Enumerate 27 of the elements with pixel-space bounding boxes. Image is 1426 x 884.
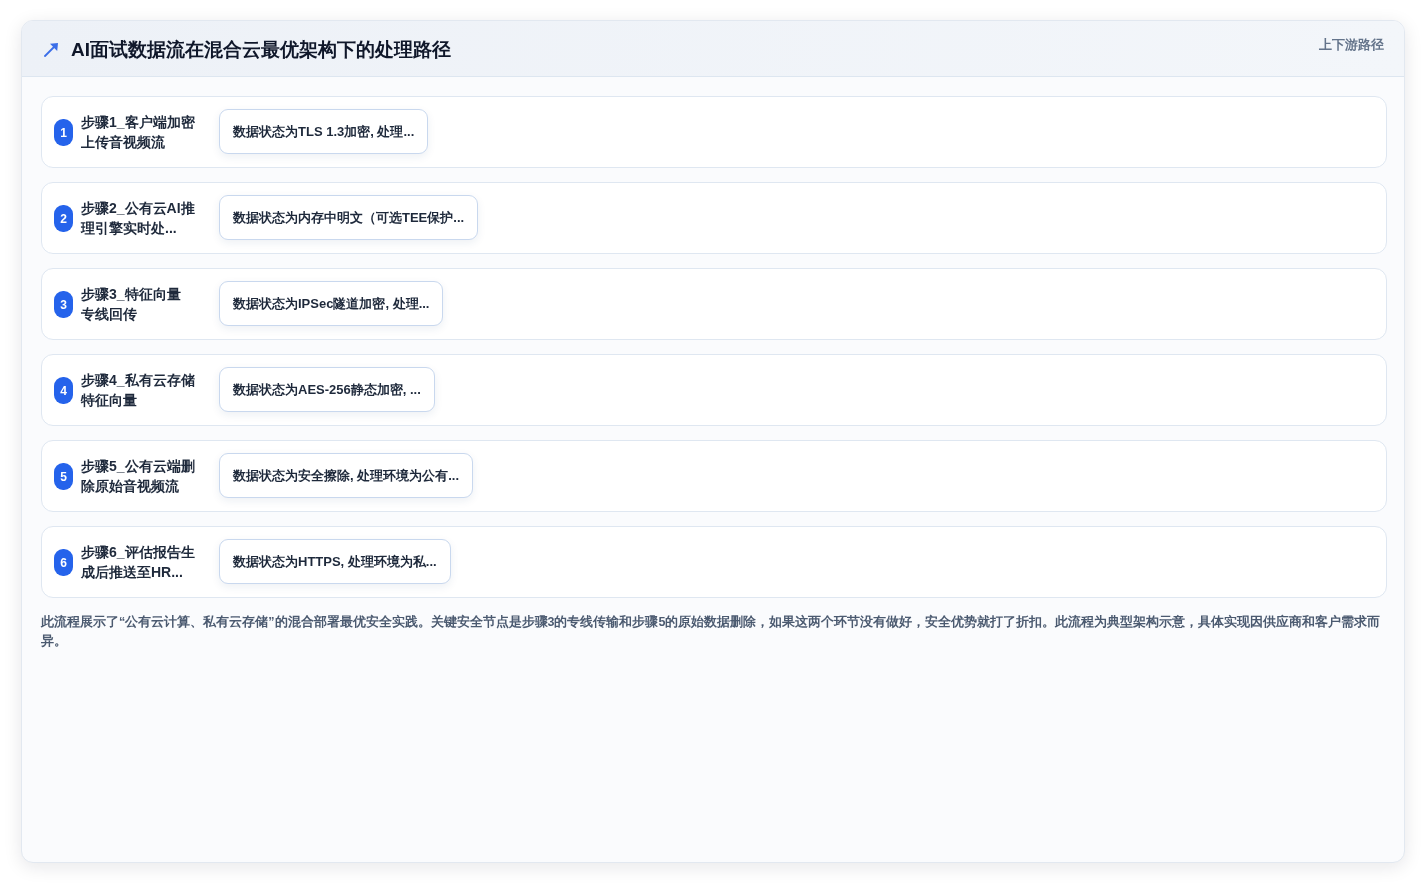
- step-number: 2: [54, 205, 73, 232]
- step-label: 步骤4_私有云存储特征向量: [81, 371, 196, 410]
- step-row: [41, 96, 1387, 168]
- step-row: [41, 354, 1387, 426]
- step-row: [41, 268, 1387, 340]
- step-row: [41, 440, 1387, 512]
- step-number: 6: [54, 549, 73, 576]
- step-number: 3: [54, 291, 73, 318]
- step-label: 步骤5_公有云端删除原始音视频流: [81, 457, 196, 496]
- title: AI面试数据流在混合云最优架构下的处理路径: [71, 38, 451, 62]
- data-state-tag: 数据状态为HTTPS, 处理环境为私...: [219, 539, 451, 584]
- step-label: 步骤6_评估报告生成后推送至HR...: [81, 543, 196, 582]
- step-number: 4: [54, 377, 73, 404]
- step-label: 步骤2_公有云AI推理引擎实时处...: [81, 199, 196, 238]
- data-state-tag: 数据状态为AES-256静态加密, ...: [219, 367, 435, 412]
- caption: 此流程展示了“公有云计算、私有云存储”的混合部署最优安全实践。关键安全节点是步骤3的专线传输和步骤5的原始数据删除，如果这两个环节没有做好，安全优势就打了折扣。此流程为典型架构示意，具体实现因供应商和客户需求而异。: [41, 613, 1382, 650]
- step-number: 1: [54, 119, 73, 146]
- step-row: [41, 182, 1387, 254]
- step-number: 5: [54, 463, 73, 490]
- data-state-tag: 数据状态为安全擦除, 处理环境为公有...: [219, 453, 474, 498]
- data-state-tag: 数据状态为IPSec隧道加密, 处理...: [219, 281, 444, 326]
- data-state-tag: 数据状态为内存中明文（可选TEE保护...: [219, 195, 479, 240]
- step-label: 步骤3_特征向量专线回传: [81, 285, 182, 324]
- header-label: 上下游路径: [1319, 36, 1384, 54]
- data-state-tag: 数据状态为TLS 1.3加密, 处理...: [219, 109, 429, 154]
- step-label: 步骤1_客户端加密上传音视频流: [81, 113, 196, 152]
- step-row: [41, 526, 1387, 598]
